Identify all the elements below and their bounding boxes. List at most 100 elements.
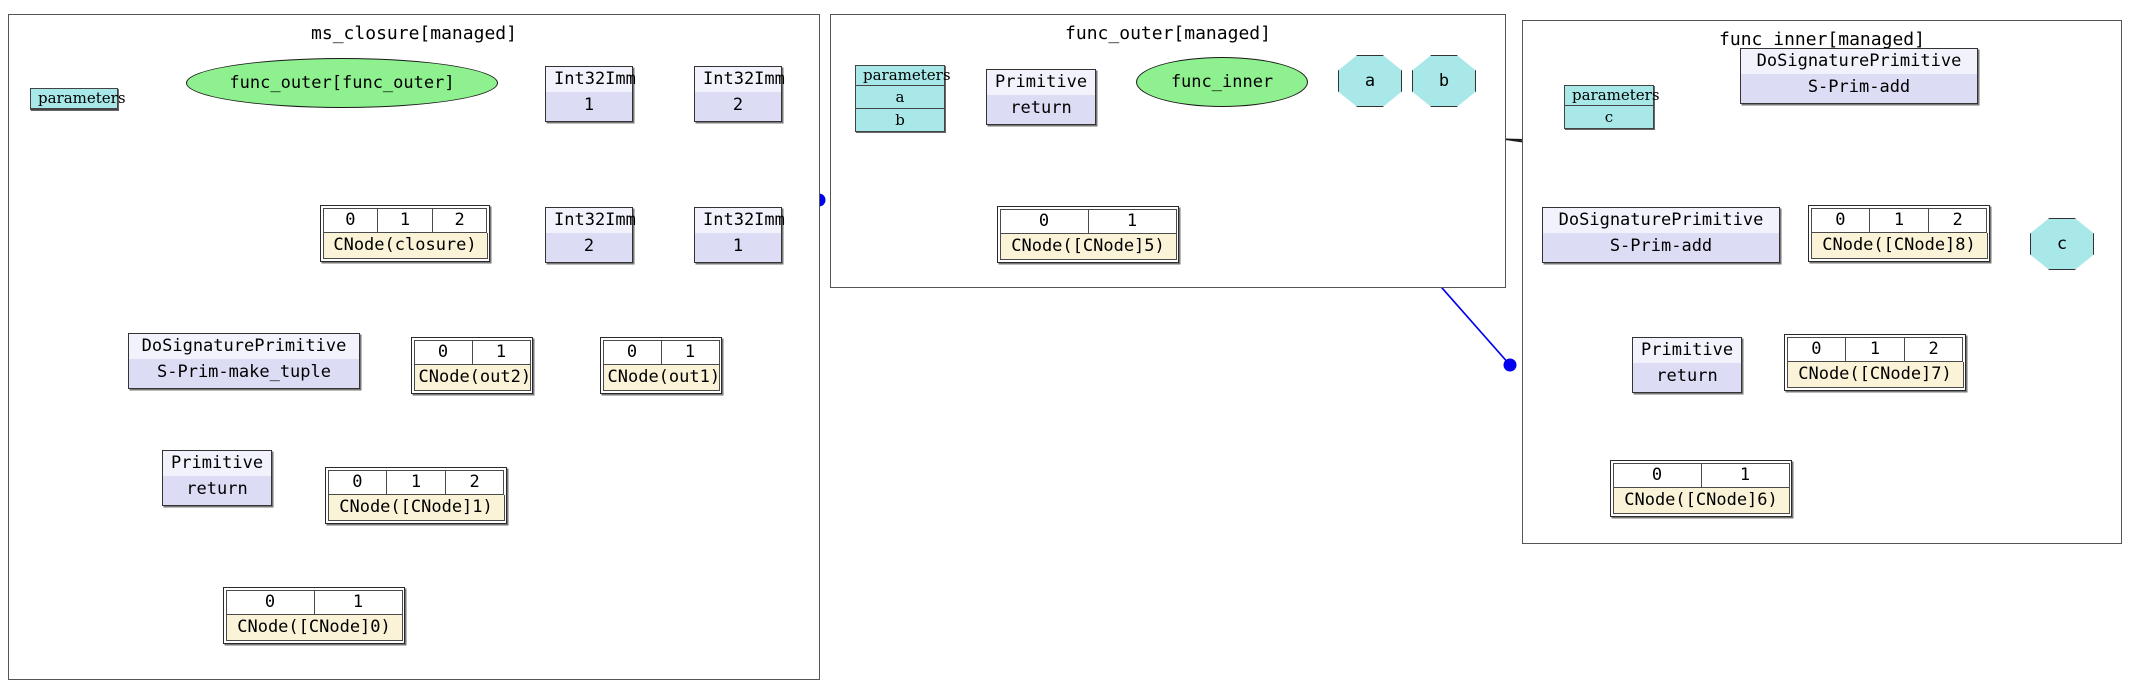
primitive-node-return-func-outer[interactable]: Primitive return — [986, 69, 1096, 125]
funcgraph-node-func-inner[interactable]: func_inner — [1136, 57, 1308, 107]
cnode-port-1[interactable]: 1 — [1846, 336, 1905, 362]
value-node-int32imm-1-mid[interactable]: Int32Imm 1 — [694, 207, 785, 263]
cnode-ports: 0 1 — [602, 339, 720, 365]
funcgraph-node-func-outer[interactable]: func_outer[func_outer] — [186, 58, 498, 108]
cnode-label: CNode(closure) — [322, 232, 488, 260]
cnode-ports: 0 1 — [999, 208, 1177, 234]
value-type: Int32Imm — [546, 208, 636, 234]
value-type: Int32Imm — [546, 67, 636, 93]
primitive-name: S-Prim-make_tuple — [129, 359, 359, 388]
value-type: Int32Imm — [695, 208, 785, 234]
parameters-table-func-outer[interactable]: parameters a b — [855, 65, 951, 133]
cnode-ports: 0 1 2 — [1810, 207, 1988, 233]
funcgraph-label: func_outer[func_outer] — [229, 73, 455, 93]
cnode-port-2[interactable]: 2 — [432, 207, 488, 233]
primitive-node-make-tuple[interactable]: DoSignaturePrimitive S-Prim-make_tuple — [128, 333, 360, 389]
cnode-label: CNode([CNode]0) — [225, 614, 403, 642]
cnode-port-1[interactable]: 1 — [661, 339, 720, 365]
value-content: 2 — [546, 233, 632, 262]
cnode-port-1[interactable]: 1 — [378, 207, 433, 233]
cnode-1[interactable]: 0 1 2 CNode([CNode]1) — [325, 467, 507, 524]
free-variable-label: b — [1438, 71, 1450, 91]
cnode-label: CNode(out1) — [602, 364, 720, 392]
parameters-header: parameters — [1565, 86, 1660, 107]
cnode-ports: 0 1 — [225, 589, 403, 615]
cnode-closure[interactable]: 0 1 2 CNode(closure) — [320, 205, 490, 262]
primitive-name: return — [163, 476, 271, 505]
cnode-7[interactable]: 0 1 2 CNode([CNode]7) — [1784, 334, 1966, 391]
primitive-node-add-left[interactable]: DoSignaturePrimitive S-Prim-add — [1542, 207, 1780, 263]
cnode-port-0[interactable]: 0 — [1810, 207, 1871, 233]
primitive-type: Primitive — [1633, 338, 1741, 364]
cnode-label: CNode([CNode]8) — [1810, 232, 1988, 260]
value-content: 1 — [695, 233, 781, 262]
cnode-ports: 0 1 — [1612, 462, 1790, 488]
cnode-label: CNode([CNode]1) — [327, 494, 505, 522]
cnode-port-0[interactable]: 0 — [413, 339, 473, 365]
primitive-type: Primitive — [987, 70, 1095, 96]
primitive-type: DoSignaturePrimitive — [1543, 208, 1779, 234]
parameter-row-a[interactable]: a — [856, 86, 944, 110]
cnode-ports: 0 1 — [413, 339, 531, 365]
parameter-row-b[interactable]: b — [856, 109, 944, 132]
parameters-header: parameters — [856, 66, 951, 87]
cnode-port-1[interactable]: 1 — [387, 469, 446, 495]
cnode-label: CNode(out2) — [413, 364, 531, 392]
cnode-port-0[interactable]: 0 — [999, 208, 1089, 234]
cnode-port-1[interactable]: 1 — [1870, 207, 1929, 233]
value-node-int32imm-2-mid[interactable]: Int32Imm 2 — [545, 207, 636, 263]
cnode-ports: 0 1 2 — [327, 469, 505, 495]
cnode-port-0[interactable]: 0 — [327, 469, 388, 495]
cnode-5[interactable]: 0 1 CNode([CNode]5) — [997, 206, 1179, 263]
cluster-title-func-outer: func_outer[managed] — [1065, 23, 1271, 44]
primitive-type: DoSignaturePrimitive — [1741, 49, 1977, 75]
free-variable-node-b[interactable]: b — [1412, 55, 1476, 107]
cnode-port-2[interactable]: 2 — [445, 469, 505, 495]
cnode-ports: 0 1 2 — [322, 207, 488, 233]
cnode-port-0[interactable]: 0 — [225, 589, 315, 615]
cluster-title-ms-closure: ms_closure[managed] — [311, 23, 517, 44]
free-variable-node-a[interactable]: a — [1338, 55, 1402, 107]
parameters-table-ms-closure[interactable]: parameters — [30, 88, 126, 111]
funcgraph-label: func_inner — [1170, 72, 1274, 92]
cnode-6[interactable]: 0 1 CNode([CNode]6) — [1610, 460, 1792, 517]
value-content: 1 — [546, 92, 632, 121]
primitive-type: Primitive — [163, 451, 271, 477]
cnode-out1[interactable]: 0 1 CNode(out1) — [600, 337, 722, 394]
primitive-node-return-ms-closure[interactable]: Primitive return — [162, 450, 272, 506]
cnode-ports: 0 1 2 — [1786, 336, 1964, 362]
value-content: 2 — [695, 92, 781, 121]
free-variable-node-c[interactable]: c — [2030, 218, 2094, 270]
primitive-name: S-Prim-add — [1741, 74, 1977, 103]
primitive-name: return — [987, 95, 1095, 124]
free-variable-label: c — [2056, 234, 2068, 254]
cnode-port-1[interactable]: 1 — [314, 589, 403, 615]
value-node-int32imm-2-top[interactable]: Int32Imm 2 — [694, 66, 785, 122]
cnode-port-1[interactable]: 1 — [1701, 462, 1790, 488]
primitive-node-add-top[interactable]: DoSignaturePrimitive S-Prim-add — [1740, 48, 1978, 104]
cnode-label: CNode([CNode]7) — [1786, 361, 1964, 389]
cnode-port-1[interactable]: 1 — [1088, 208, 1177, 234]
cnode-label: CNode([CNode]5) — [999, 233, 1177, 261]
parameter-row-c[interactable]: c — [1565, 106, 1653, 129]
cnode-out2[interactable]: 0 1 CNode(out2) — [411, 337, 533, 394]
cnode-port-0[interactable]: 0 — [1612, 462, 1702, 488]
cnode-8[interactable]: 0 1 2 CNode([CNode]8) — [1808, 205, 1990, 262]
primitive-node-return-func-inner[interactable]: Primitive return — [1632, 337, 1742, 393]
cnode-port-2[interactable]: 2 — [1904, 336, 1964, 362]
cluster-title-func-inner: func_inner[managed] — [1719, 29, 1925, 50]
primitive-name: return — [1633, 363, 1741, 392]
cnode-port-2[interactable]: 2 — [1928, 207, 1988, 233]
cnode-port-0[interactable]: 0 — [1786, 336, 1847, 362]
cnode-port-0[interactable]: 0 — [602, 339, 662, 365]
primitive-type: DoSignaturePrimitive — [129, 334, 359, 360]
cnode-port-1[interactable]: 1 — [472, 339, 531, 365]
cnode-label: CNode([CNode]6) — [1612, 487, 1790, 515]
parameters-table-func-inner[interactable]: parameters c — [1564, 85, 1660, 130]
parameters-header: parameters — [31, 89, 126, 110]
cnode-0[interactable]: 0 1 CNode([CNode]0) — [223, 587, 405, 644]
value-node-int32imm-1-top[interactable]: Int32Imm 1 — [545, 66, 636, 122]
cnode-port-0[interactable]: 0 — [322, 207, 379, 233]
primitive-name: S-Prim-add — [1543, 233, 1779, 262]
